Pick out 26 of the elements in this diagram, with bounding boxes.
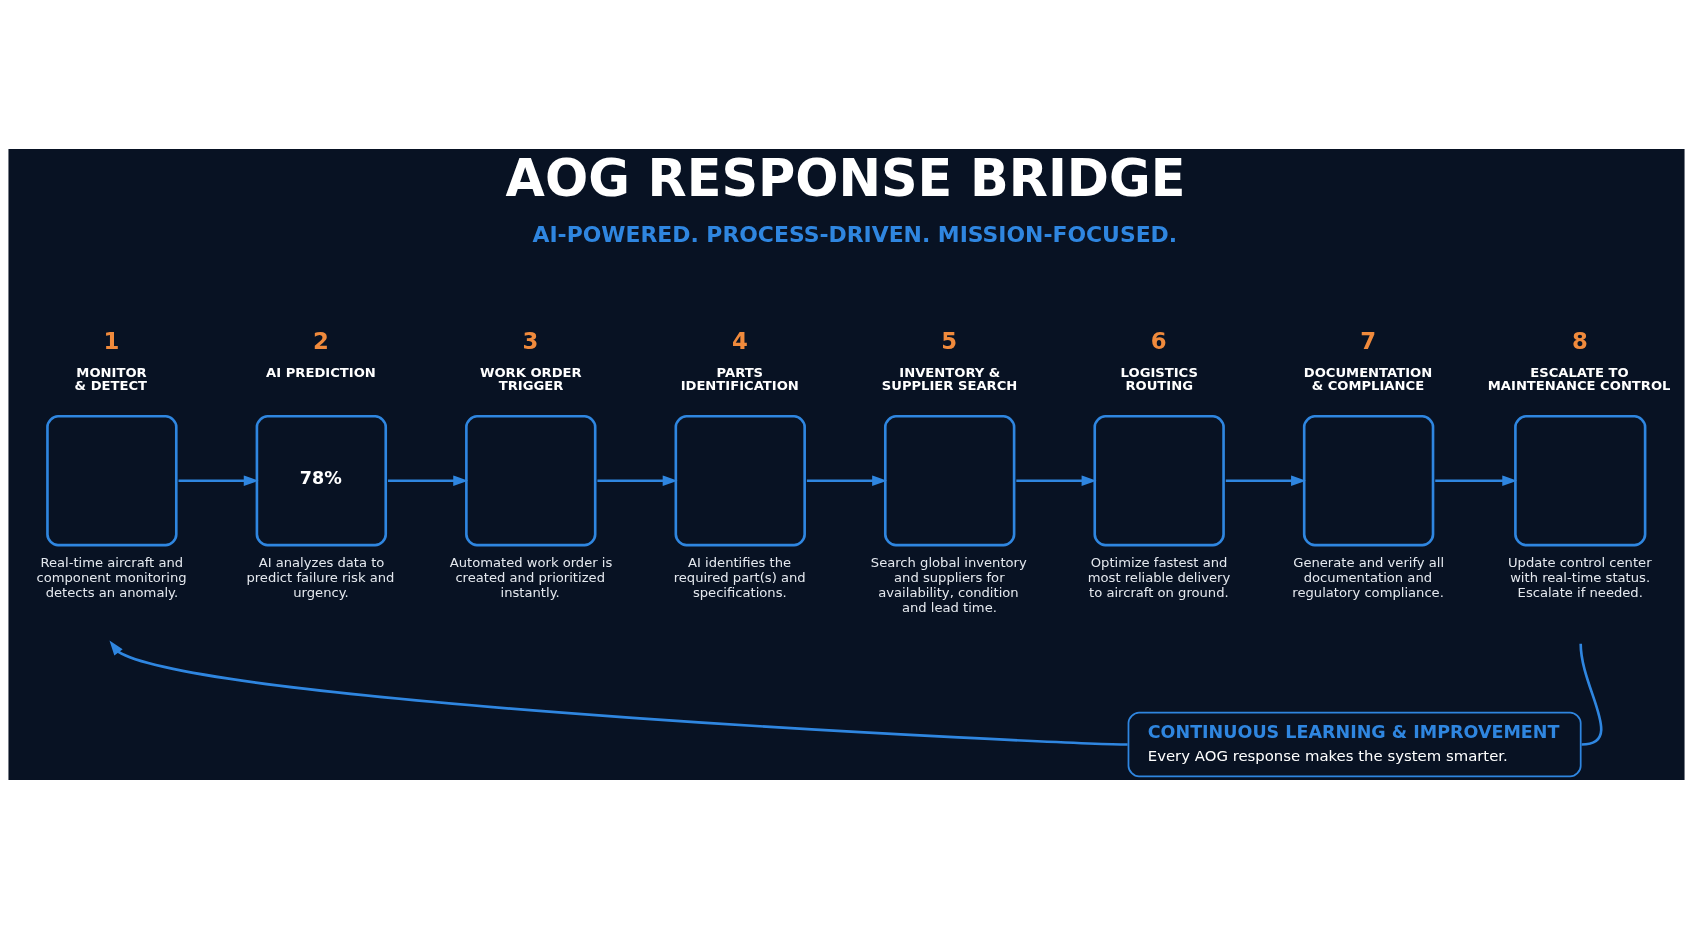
diagram-title: AOG RESPONSE BRIDGE	[505, 148, 1186, 208]
node-label: Update control center with real-time status. Escalate if needed.	[1507, 555, 1652, 601]
node-label: AI identifies the required part(s) and specifications.	[673, 555, 806, 601]
node-label: Generate and verify all documentation and regulatory compliance.	[1292, 555, 1445, 601]
node-label: 7	[1360, 328, 1377, 355]
node-label: MONITOR & DETECT	[74, 365, 148, 394]
node-label: Real-time aircraft and component monitoring detects an anomaly.	[36, 555, 187, 601]
node-label: LOGISTICS ROUTING	[1120, 365, 1198, 394]
node-label: 3	[522, 328, 539, 355]
node-label: 1	[103, 328, 120, 355]
node-label: 2	[313, 328, 329, 355]
node-label: INVENTORY & SUPPLIER SEARCH	[881, 365, 1018, 394]
node-label: 8	[1571, 328, 1588, 355]
node-label: ESCALATE TO MAINTENANCE CONTROL	[1487, 365, 1671, 394]
node-label: Optimize fastest and most reliable delivery to aircraft on ground.	[1087, 555, 1231, 601]
node-label: 6	[1150, 328, 1167, 355]
node-label: AI analyzes data to predict failure risk and urgency.	[246, 555, 395, 601]
node-label: WORK ORDER TRIGGER	[479, 365, 582, 394]
node-label: PARTS IDENTIFICATION	[680, 365, 799, 394]
node-label: Search global inventory and suppliers for availability, condition and lead time.	[870, 555, 1027, 616]
node-label: 5	[941, 328, 958, 355]
node-label: DOCUMENTATION & COMPLIANCE	[1303, 365, 1433, 394]
label: AI-POWERED. PROCESS-DRIVEN. MISSION-FOCUSED.	[532, 221, 1178, 247]
node-label: 4	[731, 328, 748, 355]
node-label: Automated work order is created and prioritized instantly.	[449, 555, 613, 601]
node-label: AI PREDICTION	[266, 365, 376, 381]
